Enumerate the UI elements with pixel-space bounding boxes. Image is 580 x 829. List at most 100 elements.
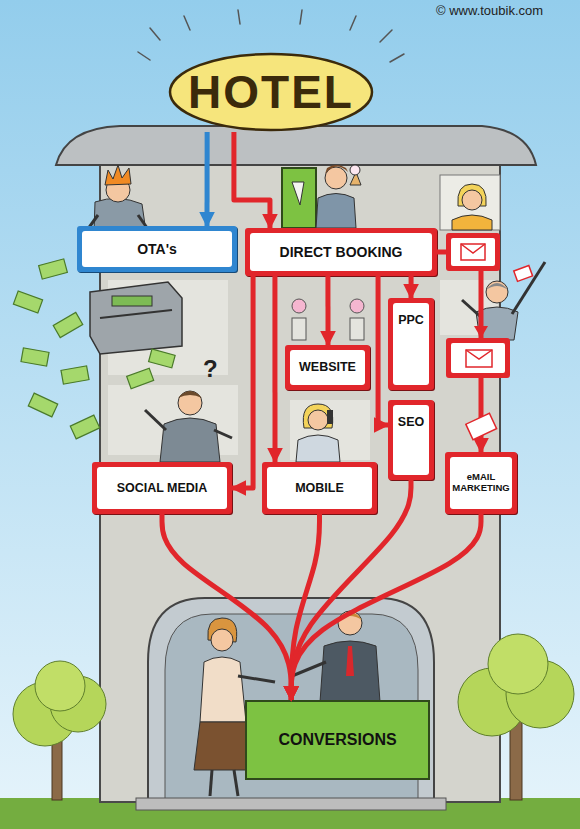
- node-label: PPC: [393, 303, 429, 385]
- person-guest: [200, 657, 246, 722]
- conversion-desk: CONVERSIONS: [245, 700, 430, 780]
- node-label: HOTEL: [168, 52, 374, 132]
- envelope-box: [461, 244, 485, 260]
- flow-arrowhead: [474, 326, 488, 338]
- flow-arrow: [162, 514, 291, 700]
- node-label: eMAIL MARKETING: [450, 457, 512, 509]
- flow-arrow: [409, 276, 414, 298]
- sign-rays: [184, 16, 190, 30]
- person-guest: [234, 770, 238, 796]
- node-label: CONVERSIONS: [252, 707, 423, 773]
- money-bills: [21, 348, 49, 366]
- money-bills: [149, 349, 176, 368]
- node-label: MOBILE: [267, 467, 372, 509]
- question-mark: ?: [203, 355, 218, 383]
- node-label: SEO: [393, 405, 429, 475]
- person-receptionist: [338, 612, 362, 620]
- person-waving: [486, 281, 508, 303]
- person-receptionist: [346, 646, 354, 676]
- money-bills: [28, 393, 57, 417]
- tree-left: [13, 661, 106, 800]
- flower-pots: [292, 318, 306, 340]
- watermark: © www.toubik.com: [436, 3, 543, 18]
- money-bills: [39, 259, 68, 279]
- envelope-box: [446, 338, 510, 378]
- money-bills: [13, 291, 42, 313]
- person-guest: [210, 770, 212, 796]
- tree-right: [488, 634, 548, 694]
- door: [292, 182, 304, 205]
- money-bills: [61, 366, 89, 384]
- person-door: [350, 165, 360, 175]
- person-waving: [486, 283, 508, 290]
- person-door: [316, 194, 356, 229]
- channel-box: SEO: [388, 400, 434, 480]
- flow-arrow: [234, 132, 270, 228]
- channel-box: SOCIAL MEDIA: [92, 462, 232, 514]
- channel-box: DIRECT BOOKING: [245, 228, 437, 276]
- sign-rays: [150, 28, 160, 40]
- person-receptionist: [292, 662, 326, 676]
- flow-arrow: [205, 132, 210, 226]
- flower-pots: [350, 299, 364, 313]
- person-confused: [178, 391, 202, 398]
- roof: [56, 126, 536, 165]
- building: [440, 175, 500, 230]
- tree-right: [510, 718, 522, 800]
- money-machine: [90, 282, 182, 354]
- tree-right: [458, 634, 574, 800]
- door: [282, 168, 316, 228]
- arch-entrance: [148, 598, 434, 805]
- person-top-right: [452, 184, 492, 230]
- flow-arrowhead: [474, 326, 488, 338]
- person-guest: [238, 676, 275, 682]
- envelope-box: [451, 238, 495, 266]
- envelope-box: [466, 350, 492, 359]
- sign-rays: [350, 16, 356, 30]
- person-phone: [308, 410, 328, 430]
- money-bills: [70, 415, 99, 439]
- node-label: WEBSITE: [290, 350, 365, 385]
- sign-rays: [380, 30, 392, 42]
- envelope-box: [461, 244, 485, 253]
- person-receptionist: [292, 611, 380, 702]
- person-waving: [462, 300, 482, 318]
- flow-arrow: [291, 514, 319, 700]
- flow-arrow: [291, 480, 411, 700]
- node-label: OTA's: [82, 231, 232, 267]
- person-waving: [514, 266, 533, 282]
- flower-pots: [292, 299, 364, 340]
- money-bills: [53, 312, 83, 337]
- flow-arrow: [232, 276, 253, 488]
- flow-arrow: [325, 276, 330, 345]
- channel-box: WEBSITE: [285, 345, 370, 390]
- person-ota: [105, 165, 131, 185]
- person-confused: [145, 391, 232, 462]
- flow-arrow: [378, 276, 388, 425]
- envelope-box: [446, 233, 500, 271]
- envelope-icon: [466, 413, 497, 439]
- node-label: DIRECT BOOKING: [250, 233, 432, 271]
- flow-arrow: [272, 276, 277, 462]
- person-phone: [296, 435, 340, 462]
- person-confused: [145, 410, 166, 430]
- flower-pots: [350, 318, 364, 340]
- person-door: [325, 165, 348, 174]
- person-confused: [178, 391, 202, 415]
- person-door: [316, 165, 361, 228]
- person-phone: [296, 404, 340, 462]
- money-machine: [90, 282, 182, 354]
- flow-arrow: [437, 252, 481, 452]
- hotel-sign: HOTEL: [168, 52, 374, 132]
- channel-box: MOBILE: [262, 462, 377, 514]
- node-label: SOCIAL MEDIA: [97, 467, 227, 509]
- envelope-box: [451, 343, 505, 373]
- channel-box: PPC: [388, 298, 434, 390]
- person-guest: [211, 629, 233, 651]
